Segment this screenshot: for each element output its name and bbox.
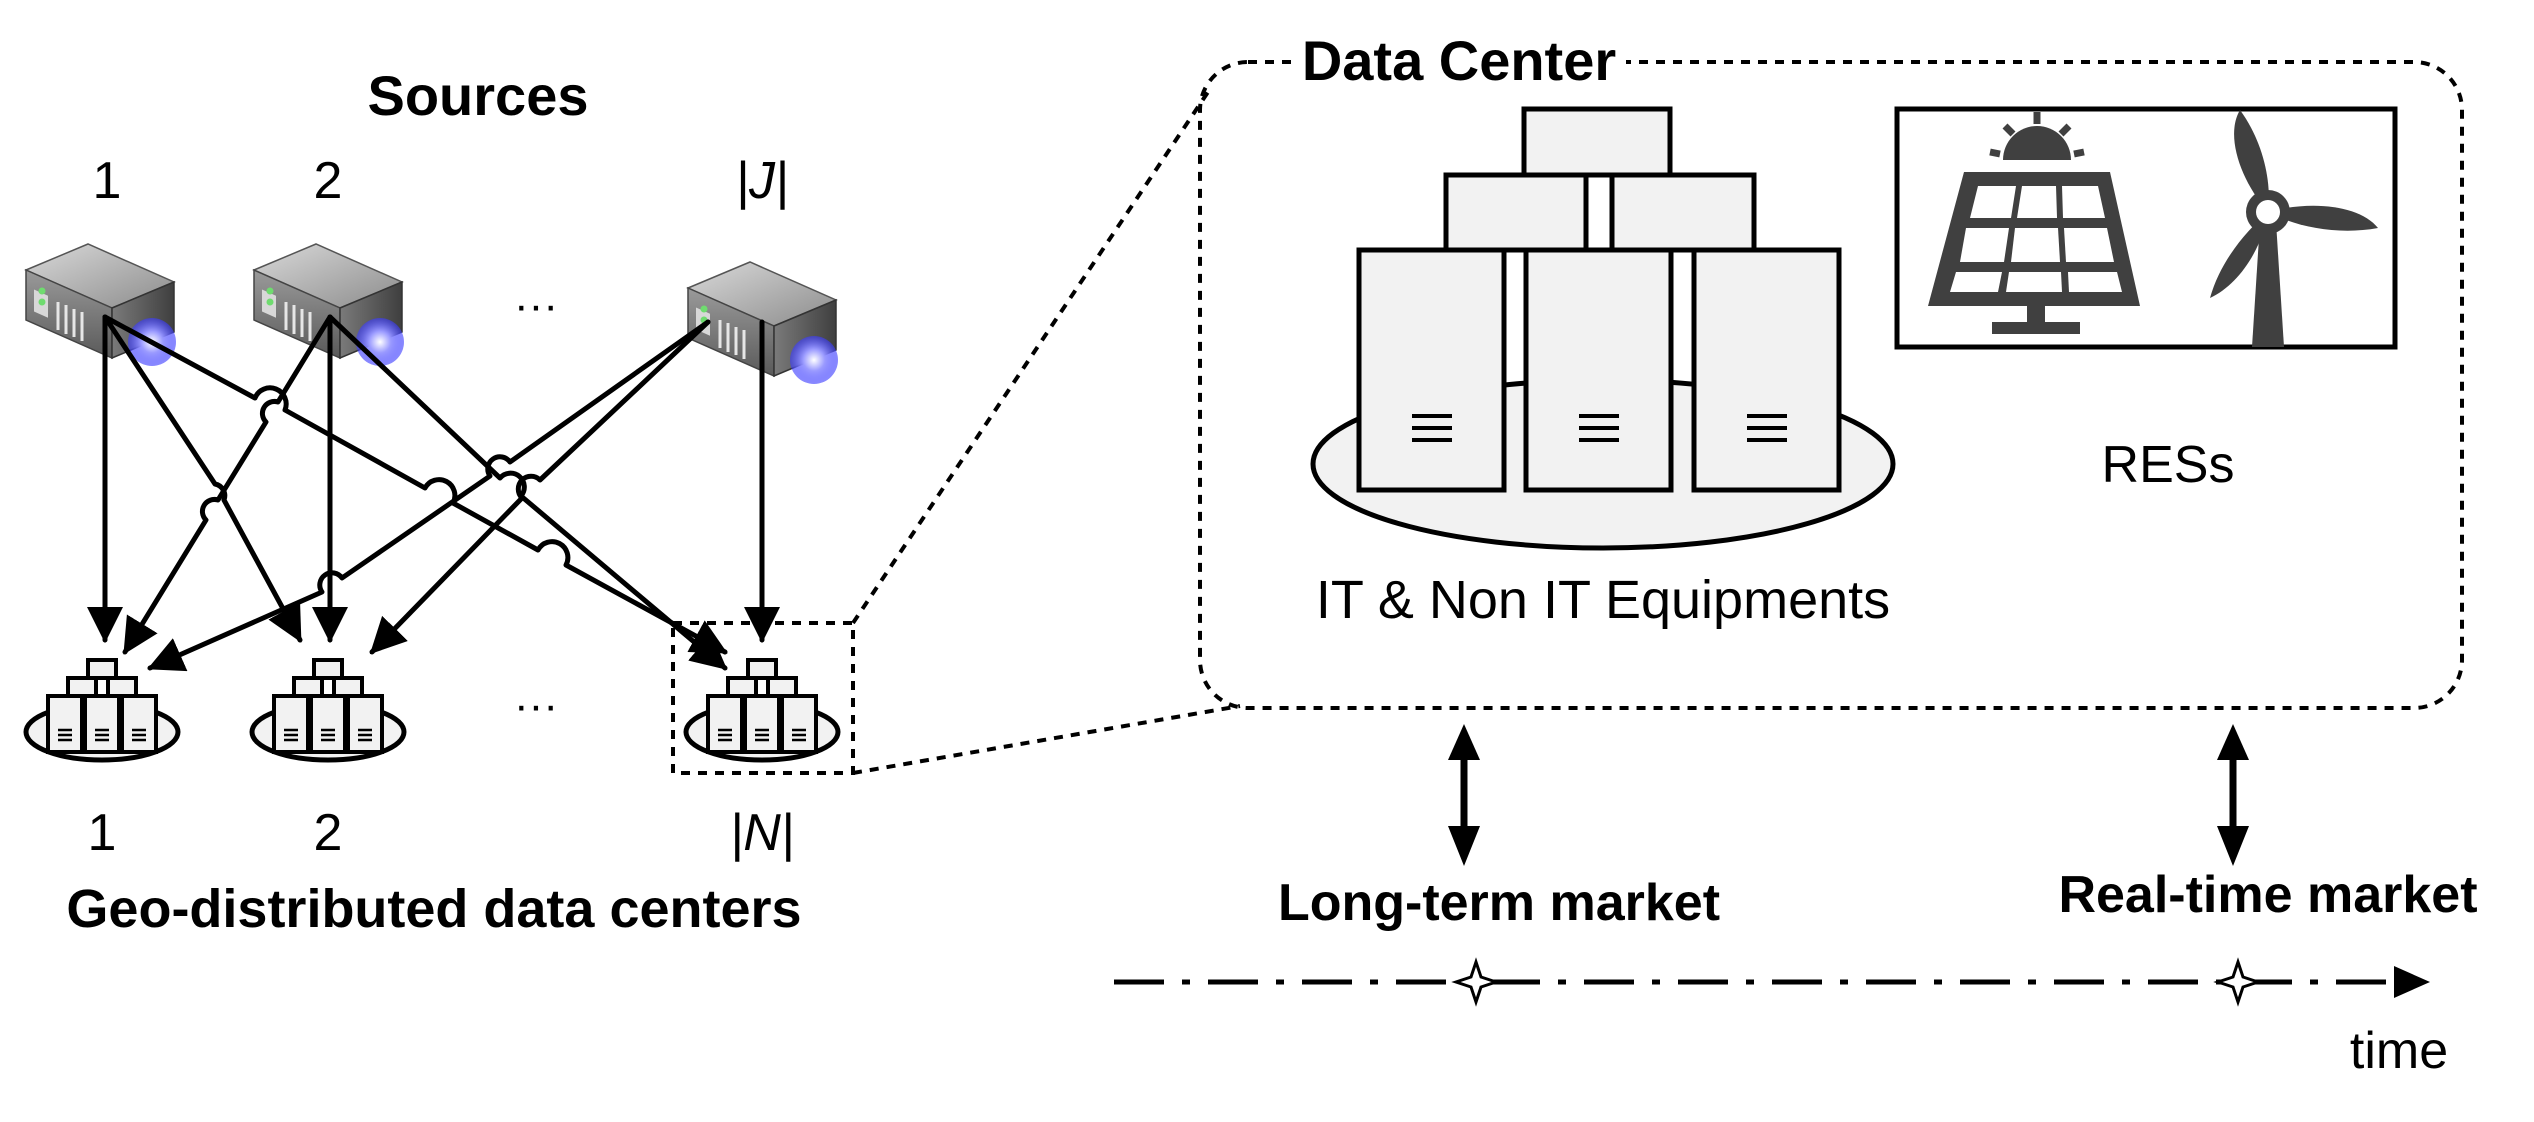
datacenter-n-selection-box xyxy=(671,621,855,775)
datacenter-label-2: 2 xyxy=(314,804,343,862)
sources-title: Sources xyxy=(368,64,589,127)
wind-turbine-icon xyxy=(2210,110,2378,347)
res-label: RESs xyxy=(2102,436,2235,494)
real-time-market-link xyxy=(2217,724,2249,866)
sources-ellipsis: ··· xyxy=(514,281,558,330)
time-axis-label: time xyxy=(2350,1022,2448,1080)
datacenter-icon-2 xyxy=(252,660,404,760)
sun-icon xyxy=(1989,112,2085,160)
equipment-label: IT & Non IT Equipments xyxy=(1316,570,1890,630)
source-label-j: |J| xyxy=(735,152,788,210)
datacenter-detail-title: Data Center xyxy=(1302,29,1616,92)
source-server-icon-1 xyxy=(24,242,178,368)
datacenter-label-n: |N| xyxy=(730,804,795,862)
datacenter-detail-box xyxy=(1198,60,2464,710)
timeline-marker-long-term xyxy=(1451,957,1501,1007)
it-equipment-icon xyxy=(1310,106,1896,551)
long-term-market-label: Long-term market xyxy=(1278,874,1720,932)
datacenter-title-bg xyxy=(1292,34,1626,96)
datacenters-title: Geo-distributed data centers xyxy=(66,879,801,939)
source-label-2: 2 xyxy=(314,152,343,210)
datacenter-icon-n xyxy=(686,660,838,760)
connection-arrows xyxy=(87,314,780,672)
datacenter-icon-1 xyxy=(26,660,178,760)
timeline-marker-real-time xyxy=(2213,957,2263,1007)
datacenter-label-1: 1 xyxy=(88,804,117,862)
long-term-market-link xyxy=(1448,724,1480,866)
solar-panel-icon xyxy=(1928,172,2140,334)
source-label-1: 1 xyxy=(93,152,122,210)
zoom-line-bottom xyxy=(852,704,1241,775)
datacenters-ellipsis: ··· xyxy=(514,681,558,730)
real-time-market-label: Real-time market xyxy=(2058,866,2477,924)
zoom-line-top xyxy=(851,84,1214,625)
res-panel xyxy=(1894,106,2398,350)
timeline-axis xyxy=(1114,966,2430,998)
